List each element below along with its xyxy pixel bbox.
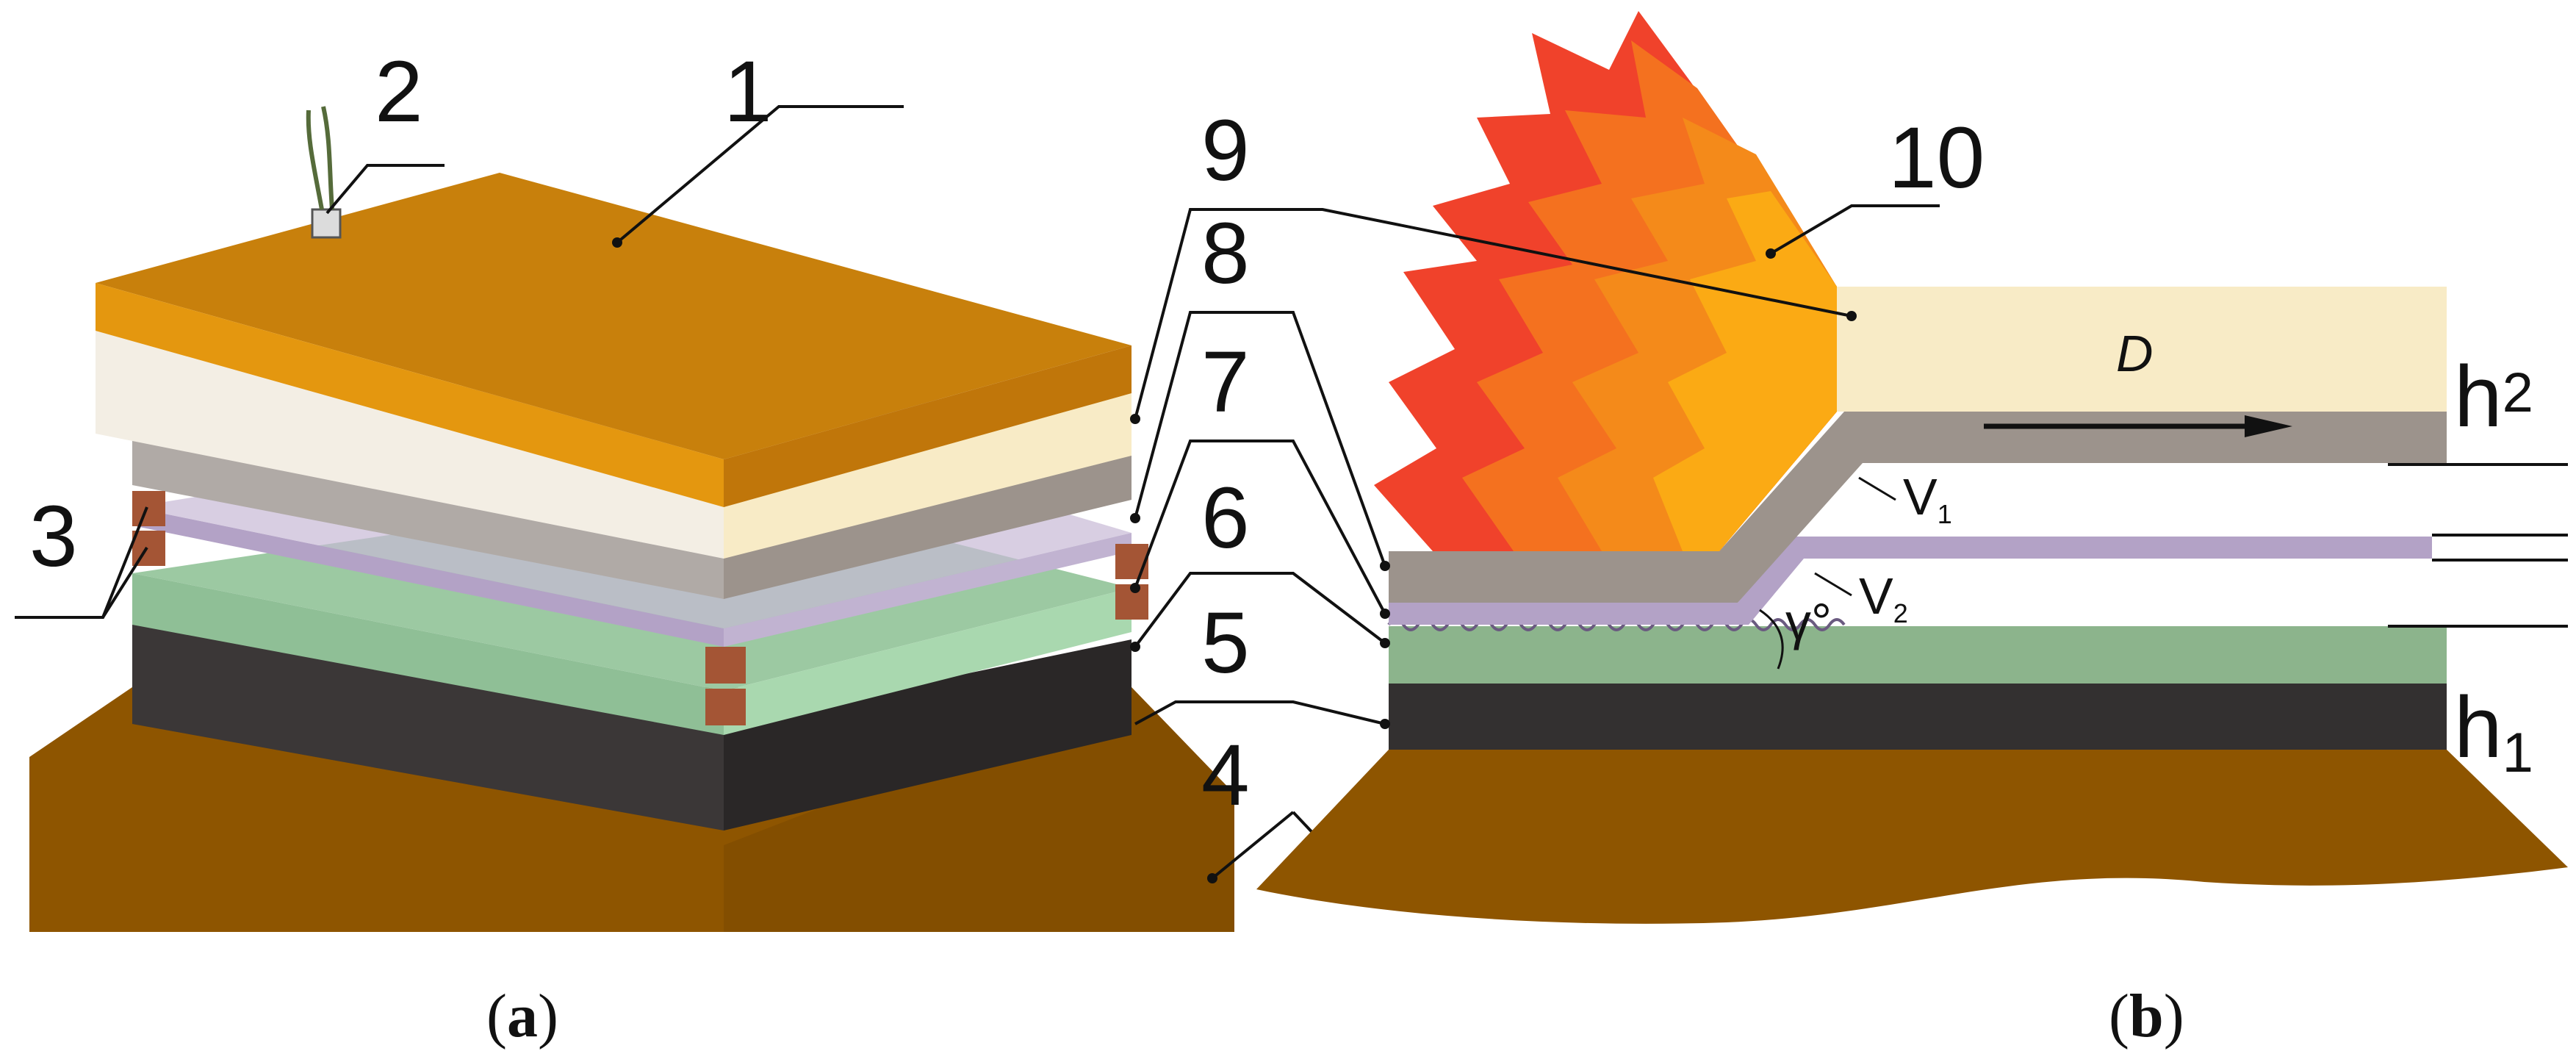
- callout-10: 10: [1888, 110, 1985, 207]
- dot-4a1: [1207, 873, 1217, 883]
- flyer-plate-a-side: [724, 345, 1132, 507]
- spacer-a-1: [132, 491, 165, 526]
- callout-7: 7: [1201, 334, 1250, 431]
- grey-layer-a-front: [132, 437, 724, 599]
- leader-3b: [101, 546, 148, 619]
- flame-yellow: [1653, 191, 1837, 551]
- interlayer-a-side: [724, 533, 1132, 647]
- callout-3: 3: [29, 488, 78, 585]
- black-layer-b: [1389, 684, 2447, 750]
- spacer-a-6: [705, 689, 746, 725]
- v1-arrow: [1858, 476, 1896, 501]
- black-layer-a-side: [724, 639, 1132, 831]
- dot-9b: [1846, 311, 1857, 321]
- leader-5: [1134, 700, 1386, 725]
- black-layer-a: [132, 617, 724, 831]
- green-plate-a-side: [724, 588, 1132, 735]
- caption-b: (b): [2109, 982, 2184, 1050]
- dot-8b: [1380, 561, 1390, 571]
- v2-label: V2: [1859, 567, 1908, 628]
- panel-a-assembly: 1 2 3: [15, 43, 1361, 932]
- dot-6b: [1380, 638, 1390, 648]
- anvil-base-b: [1256, 750, 2568, 924]
- anvil-base-a-right-face: [724, 687, 1234, 932]
- grey-layer-b: [1389, 412, 2447, 603]
- callout-5: 5: [1201, 595, 1250, 692]
- interlayer-a: [132, 507, 724, 647]
- wavy-weld-interface: [1387, 618, 1846, 631]
- callout-6: 6: [1201, 470, 1250, 567]
- h2-label: h2: [2454, 348, 2533, 445]
- callout-8: 8: [1201, 205, 1250, 302]
- detonation-label: D: [2116, 325, 2154, 382]
- v1-label: V1: [1903, 468, 1952, 529]
- caption-a: (a): [486, 982, 558, 1050]
- callout-2: 2: [375, 43, 423, 140]
- detonator-wire-1: [306, 110, 324, 210]
- flyer-plate-a-top: [96, 173, 1132, 459]
- grey-layer-a-side: [724, 448, 1132, 599]
- leader-1: [616, 105, 904, 244]
- gamma-arc: [1759, 609, 1784, 670]
- flyer-plate-a-front: [96, 283, 724, 507]
- spacer-a-5: [705, 647, 746, 684]
- leader-10: [1769, 204, 1940, 255]
- leader-8: [1134, 311, 1386, 567]
- dot-5b: [1380, 719, 1390, 729]
- h1-label: h1: [2454, 679, 2533, 784]
- leader-2: [325, 164, 445, 215]
- v2-arrow: [1814, 572, 1852, 597]
- detonator-cap: [311, 208, 342, 239]
- spacer-a-3: [1115, 544, 1148, 579]
- detonation-arrow-head: [2245, 415, 2292, 437]
- dot-7b: [1380, 609, 1390, 619]
- leader-4a: [1211, 811, 1295, 880]
- dot-1: [612, 237, 622, 248]
- callout-1: 1: [724, 43, 772, 140]
- callout-4: 4: [1201, 727, 1250, 824]
- gamma-label: γ°: [1785, 593, 1832, 650]
- leader-7: [1134, 440, 1386, 614]
- detonator-wire-2: [321, 106, 334, 210]
- dot-10: [1766, 248, 1776, 259]
- green-plate-b: [1389, 626, 2447, 684]
- explosive-layer-a-front: [96, 331, 724, 559]
- callout-9: 9: [1201, 102, 1250, 199]
- explosive-layer-b: [1837, 287, 2447, 412]
- green-plate-a-front: [132, 573, 724, 735]
- leader-6: [1134, 572, 1386, 648]
- leader-9: [1134, 208, 1852, 420]
- panel-b-cross-section: D V1 V2 γ° h2 h1 9 8 7 6 5 4 10: [1134, 11, 2568, 924]
